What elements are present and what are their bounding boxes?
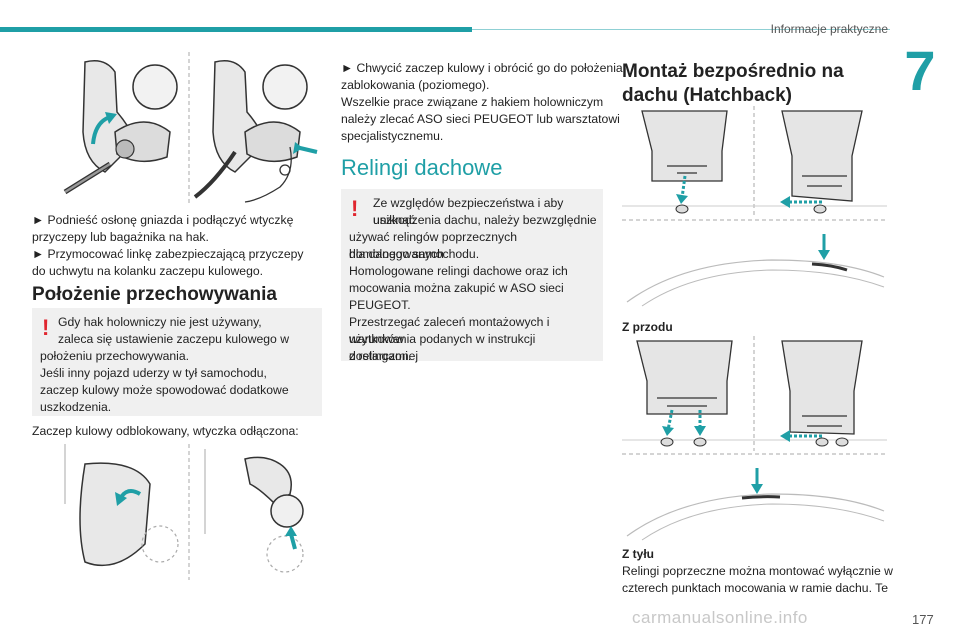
rotate-lock-line2: zablokowania (poziomego). (341, 78, 490, 92)
step-plug-connect-line2: przyczepy lub bagażnika na hak. (32, 230, 209, 244)
towbar-unlock-illustration (55, 444, 323, 580)
service-note-line3: specjalistycznemu. (341, 129, 444, 143)
chapter-number: 7 (904, 39, 936, 102)
warning-exclamation-icon: ! (351, 196, 359, 221)
front-caption: Z przodu (622, 320, 673, 334)
warning-line: dla danego samochodu. (349, 247, 480, 261)
service-note-line2: należy zlecać ASO sieci PEUGEOT lub wars… (341, 112, 620, 126)
storage-warning-box: ! Gdy hak holowniczy nie jest używany, z… (32, 308, 322, 416)
header-accent-bar (0, 27, 472, 32)
warning-line: zaleca się ustawienie zaczepu kulowego w (58, 332, 290, 346)
page-number: 177 (912, 612, 934, 627)
rear-bracket-illustration (622, 336, 887, 460)
warning-line: z relingami. (349, 349, 412, 363)
warning-line: Ze względów bezpieczeństwa i aby uniknąć (373, 196, 564, 227)
rear-caption: Z tyłu (622, 547, 654, 561)
warning-line: Przestrzegać zaleceń montażowych i warun… (349, 315, 550, 346)
warning-line: Gdy hak holowniczy nie jest używany, (58, 315, 262, 329)
service-note-line1: Wszelkie prace związane z hakiem holowni… (341, 95, 604, 109)
roof-mount-heading-line1: Montaż bezpośrednio na (622, 61, 844, 82)
roof-mount-heading-line2: dachu (Hatchback) (622, 85, 792, 106)
step-safety-cable-line1: ► Przymocować linkę zabezpieczającą przy… (32, 247, 304, 261)
warning-exclamation-icon: ! (42, 315, 50, 340)
warning-line: uszkodzenia. (40, 400, 112, 414)
storage-position-heading: Położenie przechowywania (32, 284, 277, 305)
warning-line: zaczep kulowy może spowodować dodatkowe (40, 383, 289, 397)
mount-points-line1: Relingi poprzeczne można montować wyłącz… (622, 564, 893, 578)
header-title: Informacje praktyczne (770, 22, 888, 36)
warning-line: mocowania można zakupić w ASO sieci (349, 281, 564, 295)
warning-line: użytkowania podanych w instrukcji dostar… (349, 332, 536, 363)
step-safety-cable-line2: do uchwytu na kolanku zaczepu kulowego. (32, 264, 264, 278)
warning-line: używać relingów poprzecznych homologowan… (349, 230, 517, 261)
rotate-lock-line1: ► Chwycić zaczep kulowy i obrócić go do … (341, 61, 623, 75)
warning-line: PEUGEOT. (349, 298, 411, 312)
step-plug-connect-line1: ► Podnieść osłonę gniazda i podłączyć wt… (32, 213, 294, 227)
header-rule (472, 29, 890, 30)
car-roof-rear-illustration (622, 466, 887, 544)
mount-points-line2: czterech punktach mocowania w ramie dach… (622, 581, 889, 595)
towbar-socket-illustration (55, 52, 323, 204)
warning-line: położeniu przechowywania. (40, 349, 190, 363)
warning-line: Homologowane relingi dachowe oraz ich (349, 264, 568, 278)
unlocked-note: Zaczep kulowy odblokowany, wtyczka odłąc… (32, 424, 299, 438)
front-bracket-illustration (622, 106, 887, 226)
warning-line: Jeśli inny pojazd uderzy w tył samochodu… (40, 366, 267, 380)
warning-line: uszkodzenia dachu, należy bezwzględnie (373, 213, 597, 227)
car-roof-front-illustration (622, 232, 887, 310)
roof-bars-warning-box: ! Ze względów bezpieczeństwa i aby unikn… (341, 189, 603, 363)
roof-bars-heading: Relingi dachowe (341, 155, 503, 180)
watermark: carmanualsonline.info (632, 608, 808, 627)
